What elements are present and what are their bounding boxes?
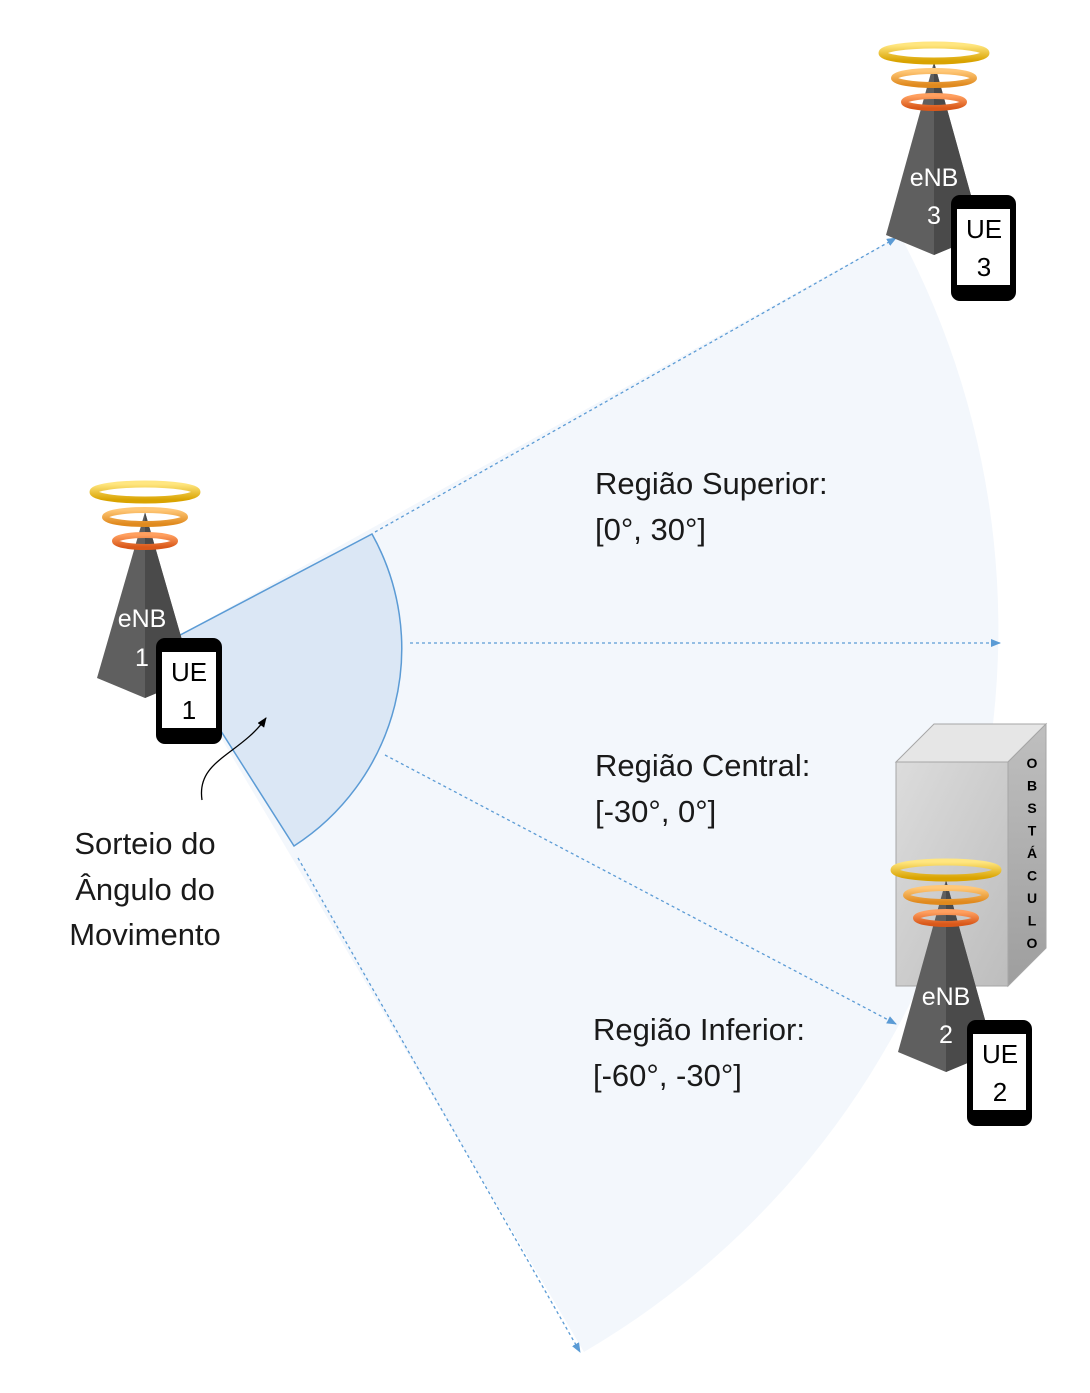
obstacle-letter: S: [1027, 800, 1036, 816]
ue-3-label: UE: [966, 214, 1002, 244]
obstacle-letter: T: [1028, 823, 1037, 839]
ue-2-device: UE 2: [967, 1020, 1032, 1126]
ue-1-number: 1: [182, 695, 196, 725]
enb-1-number: 1: [135, 644, 149, 672]
signal-ring-small-icon: [112, 532, 178, 550]
obstacle-letter: O: [1027, 755, 1038, 771]
ue-3-device: UE 3: [951, 195, 1016, 301]
enb-2-number: 2: [939, 1021, 953, 1049]
angle-draw-sector: [163, 532, 403, 848]
region-lower-label: Região Inferior: [-60°, -30°]: [593, 1012, 805, 1093]
movement-range-sector: [165, 235, 999, 1352]
signal-ring-large-icon: [890, 858, 1002, 882]
enb-3-label: eNB: [910, 164, 959, 192]
region-central-range: [-30°, 0°]: [595, 794, 716, 829]
signal-ring-small-icon: [901, 93, 967, 111]
region-lower-title: Região Inferior:: [593, 1012, 805, 1047]
caption-line-3: Movimento: [69, 917, 221, 952]
arrow-to-enb2: [384, 754, 897, 1025]
enb-2-label: eNB: [922, 983, 971, 1011]
obstacle-letter: L: [1028, 913, 1037, 929]
region-central-title: Região Central:: [595, 748, 810, 783]
arrow-to-enb3: [374, 237, 897, 533]
caption-line-2: Ângulo do: [75, 872, 215, 907]
caption-line-1: Sorteio do: [74, 826, 215, 861]
region-upper-range: [0°, 30°]: [595, 512, 706, 547]
signal-ring-large-icon: [89, 480, 201, 504]
obstacle-letter: C: [1027, 868, 1037, 884]
caption-pointer-arrow: [200, 717, 267, 801]
region-upper-label: Região Superior: [0°, 30°]: [595, 466, 828, 547]
enb-3-number: 3: [927, 202, 941, 230]
ue-2-label: UE: [982, 1039, 1018, 1069]
signal-ring-medium-icon: [903, 885, 989, 905]
region-central-label: Região Central: [-30°, 0°]: [595, 748, 810, 829]
signal-ring-large-icon: [878, 41, 990, 65]
region-upper-title: Região Superior:: [595, 466, 828, 501]
signal-ring-medium-icon: [102, 507, 188, 527]
ue-1-device: UE 1: [156, 638, 222, 744]
obstacle-letter: B: [1027, 778, 1037, 794]
obstacle-side: [1007, 722, 1047, 988]
signal-ring-medium-icon: [891, 68, 977, 88]
ue-2-number: 2: [993, 1077, 1007, 1107]
arrow-lower: [297, 857, 581, 1353]
signal-ring-small-icon: [913, 909, 979, 927]
ue-1-label: UE: [171, 657, 207, 687]
obstacle-letter: O: [1027, 935, 1038, 951]
region-lower-range: [-60°, -30°]: [593, 1058, 742, 1093]
caption: Sorteio do Ângulo do Movimento: [69, 826, 221, 952]
ue-3-number: 3: [977, 252, 991, 282]
enb-1-label: eNB: [118, 605, 167, 633]
obstacle-letter: U: [1027, 890, 1037, 906]
obstacle-letter: Á: [1027, 845, 1037, 861]
